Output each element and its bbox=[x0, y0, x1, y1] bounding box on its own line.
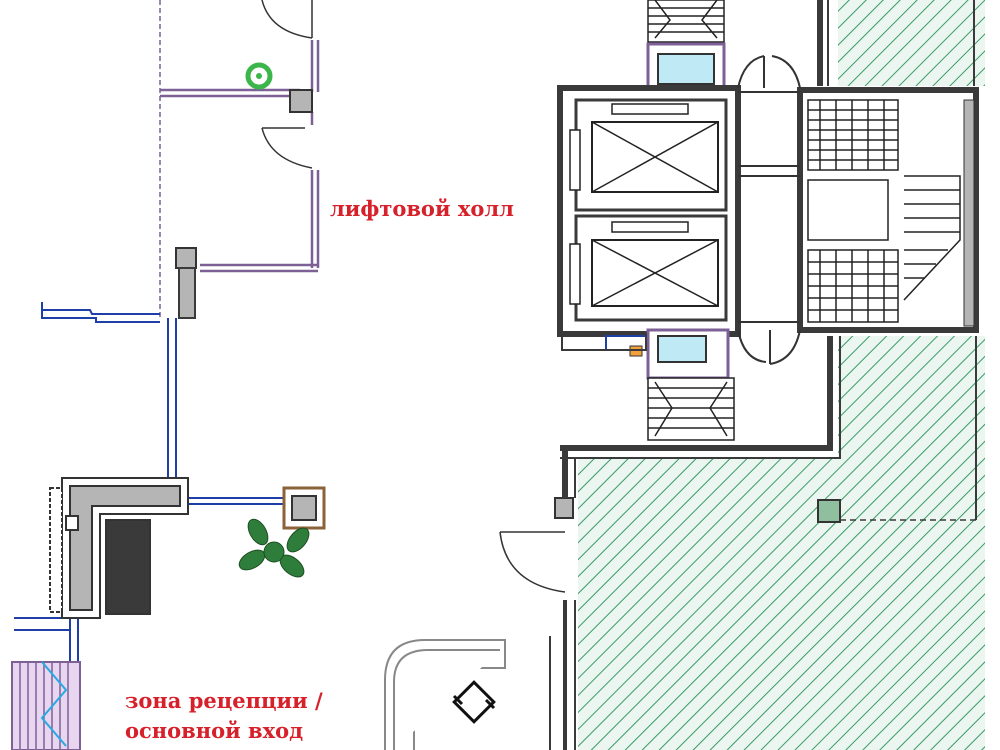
hatched-zones bbox=[578, 0, 985, 750]
reception-chair-icon bbox=[452, 680, 496, 724]
room-label-reception: зона рецепции / основной вход bbox=[125, 686, 323, 746]
corridor bbox=[737, 55, 801, 365]
room-label-lift-hall: лифтовой холл bbox=[330, 196, 514, 221]
columns bbox=[175, 89, 841, 523]
door-swing-entrance bbox=[499, 531, 566, 593]
outer-walls bbox=[549, 0, 977, 750]
entrance-zone-striped bbox=[11, 661, 81, 750]
door-swings-upper bbox=[261, 0, 313, 169]
hatched-zone-main bbox=[578, 458, 840, 750]
left-structure-block bbox=[49, 477, 189, 619]
glazing bbox=[14, 302, 288, 662]
hatched-zone-top-right bbox=[838, 0, 985, 86]
vestibule-top bbox=[646, 42, 726, 92]
upper-rooms bbox=[160, 40, 320, 273]
column-brown bbox=[282, 486, 326, 530]
room-label-reception-line1: зона рецепции / bbox=[125, 688, 323, 713]
vestibule-bottom bbox=[561, 328, 730, 380]
room-label-reception-line2: основной вход bbox=[125, 718, 304, 743]
stair-bottom bbox=[647, 377, 735, 441]
reception-desk bbox=[384, 639, 506, 750]
stair-top bbox=[647, 0, 725, 43]
outlet-icon bbox=[245, 62, 273, 90]
lift-core bbox=[557, 85, 741, 337]
stair-core-right bbox=[797, 87, 979, 333]
left-wall-upper bbox=[178, 267, 196, 319]
plant-icon bbox=[238, 518, 310, 578]
hatched-zone-right bbox=[838, 336, 985, 750]
